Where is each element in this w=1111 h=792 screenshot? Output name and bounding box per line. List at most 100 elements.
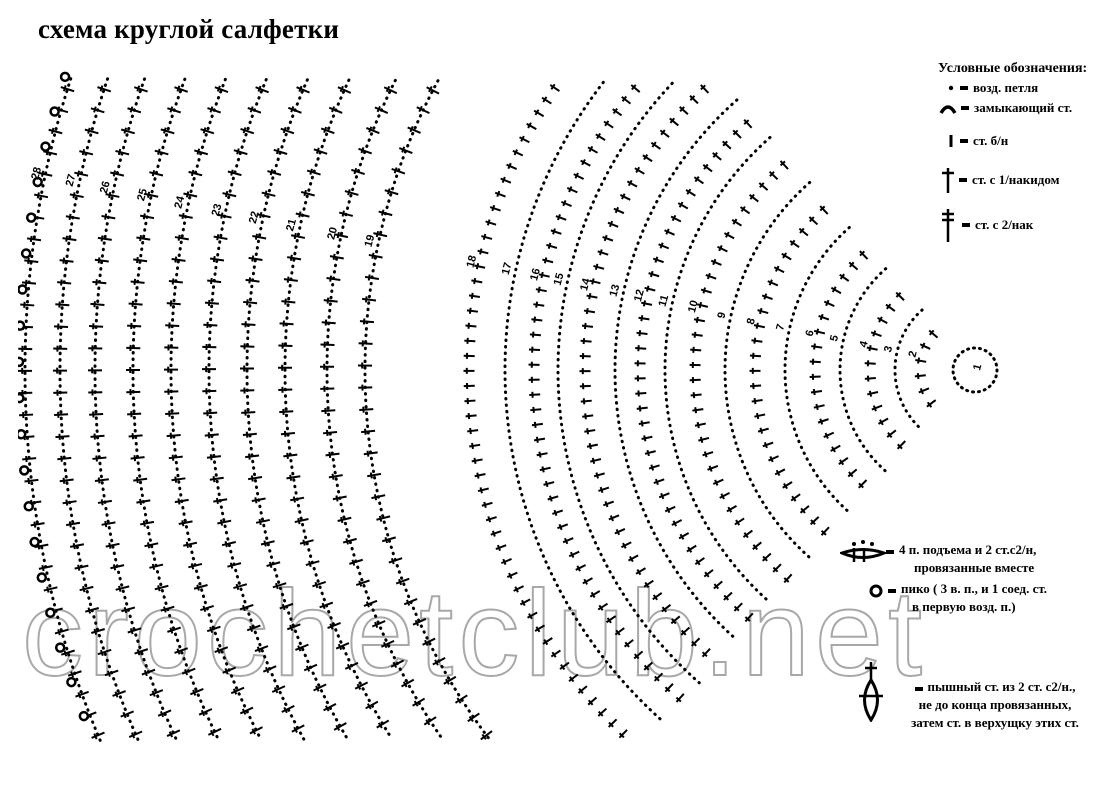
stitch-mark [60,86,75,93]
stitch-mark [644,450,656,455]
stitch-crossbar [659,242,664,249]
stitch-mark [543,481,555,486]
stitch-mark [92,456,107,460]
stitch-crossbar [292,496,296,503]
stitch-crossbar [93,628,98,635]
stitch-crossbar [664,686,671,693]
stitch-crossbar [487,516,492,523]
stitch-crossbar [298,85,303,92]
stitch-mark [726,505,737,513]
stitch-crossbar [283,430,287,437]
stitch-mark [157,709,172,717]
stitch-mark [774,468,786,476]
stitch-mark [664,229,675,236]
stitch-mark [188,562,203,569]
stitch-crossbar [763,293,768,300]
stitch-crossbar [535,301,539,308]
stitch-mark [127,324,142,328]
stitch-crossbar [916,372,920,380]
stitch-mark [222,192,237,198]
stitch-mark [43,586,58,592]
stitch-mark [926,399,937,408]
chain-row-arc [663,135,772,605]
stitch-mark [90,434,105,438]
stitch-crossbar [215,497,219,505]
stitch-crossbar [759,307,763,315]
stitch-crossbar [171,278,175,285]
stitch-crossbar [813,343,816,350]
stitch-crossbar [302,539,306,546]
stitch-mark [547,495,559,501]
stitch-mark [245,278,260,283]
stitch-crossbar [273,687,279,694]
picot-mark [29,536,40,548]
stitch-crossbar [720,493,725,500]
stitch-crossbar [251,728,256,735]
stitch-mark [422,637,436,646]
stitch-crossbar [694,407,698,414]
stitch-mark [160,128,175,135]
stitch-crossbar [50,127,55,134]
stitch-mark [896,440,907,450]
stitch-mark [295,212,310,218]
stitch-crossbar [654,675,660,682]
stitch-mark [57,456,72,461]
stitch-mark [280,127,295,135]
stitch-crossbar [675,696,682,703]
stitch-mark [598,486,610,492]
stitch-crossbar [216,647,221,654]
stitch-crossbar [236,148,240,155]
stitch-crossbar [652,594,658,601]
stitch-mark [918,387,930,394]
stitch-mark [752,541,762,550]
stitch-crossbar [486,219,491,226]
legend-line: пико ( 3 в. п., и 1 соед. ст. [901,581,1048,596]
stitch-crossbar [346,663,352,671]
stitch-mark [500,177,512,184]
stitch-mark [233,583,248,590]
stitch-crossbar [769,171,775,177]
stitch-mark [864,376,876,380]
stitch-crossbar [224,190,229,198]
stitch-mark [239,706,254,715]
stitch-mark [54,413,69,416]
stitch-crossbar [759,427,764,434]
stitch-crossbar [25,455,28,463]
stitch-crossbar [414,619,419,627]
stitch-crossbar [60,279,63,286]
stitch-mark [633,650,644,660]
stitch-crossbar [168,731,174,738]
stitch-crossbar [176,648,181,655]
stitch-mark [89,325,104,328]
stitch-mark [213,498,228,503]
stitch-mark [207,727,222,736]
stitch-crossbar [305,665,311,672]
stitch-mark [333,722,347,731]
stitch-crossbar [401,146,406,153]
puff-stitch-icon [859,662,883,722]
stitch-mark [213,235,228,240]
stitch-crossbar [185,191,190,198]
stitch-mark [391,168,406,175]
stitch-mark [546,243,558,249]
stitch-mark [200,604,215,612]
stitch-mark [612,108,623,117]
stitch-crossbar [604,501,609,508]
stitch-mark [300,190,315,197]
legend-label: замыкающий ст. [974,100,1073,115]
stitch-mark [466,309,479,313]
stitch-mark [779,160,789,170]
stitch-mark [870,331,882,337]
stitch-crossbar [800,507,806,514]
stitch-mark [351,168,365,176]
stitch-mark [864,362,876,365]
stitch-mark [133,86,148,93]
stitch-mark [74,171,89,177]
stitch-mark [915,358,927,363]
stitch-crossbar [473,457,477,464]
stitch-crossbar [169,627,174,634]
stitch-mark [732,129,742,139]
chain-row-arc [893,308,924,432]
stitch-crossbar [534,109,540,116]
stitch-mark [326,277,341,282]
